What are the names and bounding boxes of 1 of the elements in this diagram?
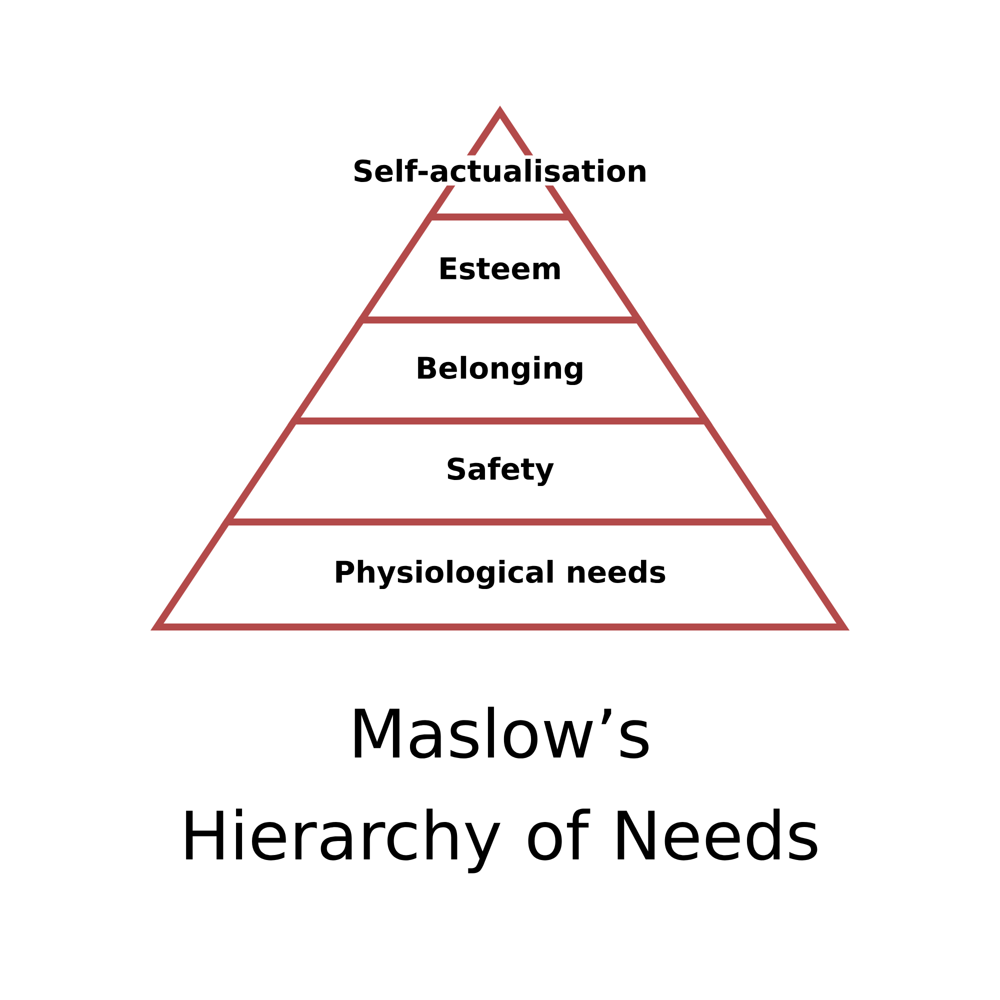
title: Maslow’s Hierarchy of Needs	[186, 706, 818, 874]
